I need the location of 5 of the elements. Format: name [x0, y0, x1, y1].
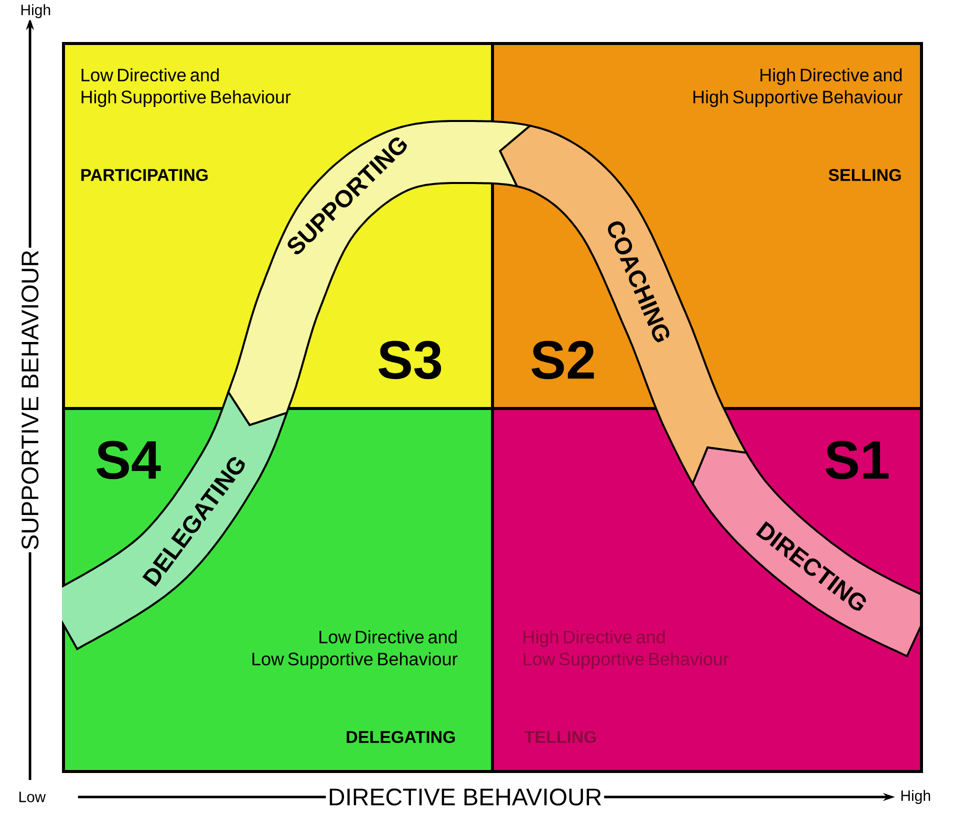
axis-label: High	[18, 2, 54, 20]
axis-label: SUPPORTIVE BEHAVIOUR	[20, 248, 40, 552]
axis-label: Low	[16, 790, 48, 804]
axis-label: DIRECTIVE BEHAVIOUR	[326, 786, 604, 808]
axis-label: High	[898, 788, 934, 806]
